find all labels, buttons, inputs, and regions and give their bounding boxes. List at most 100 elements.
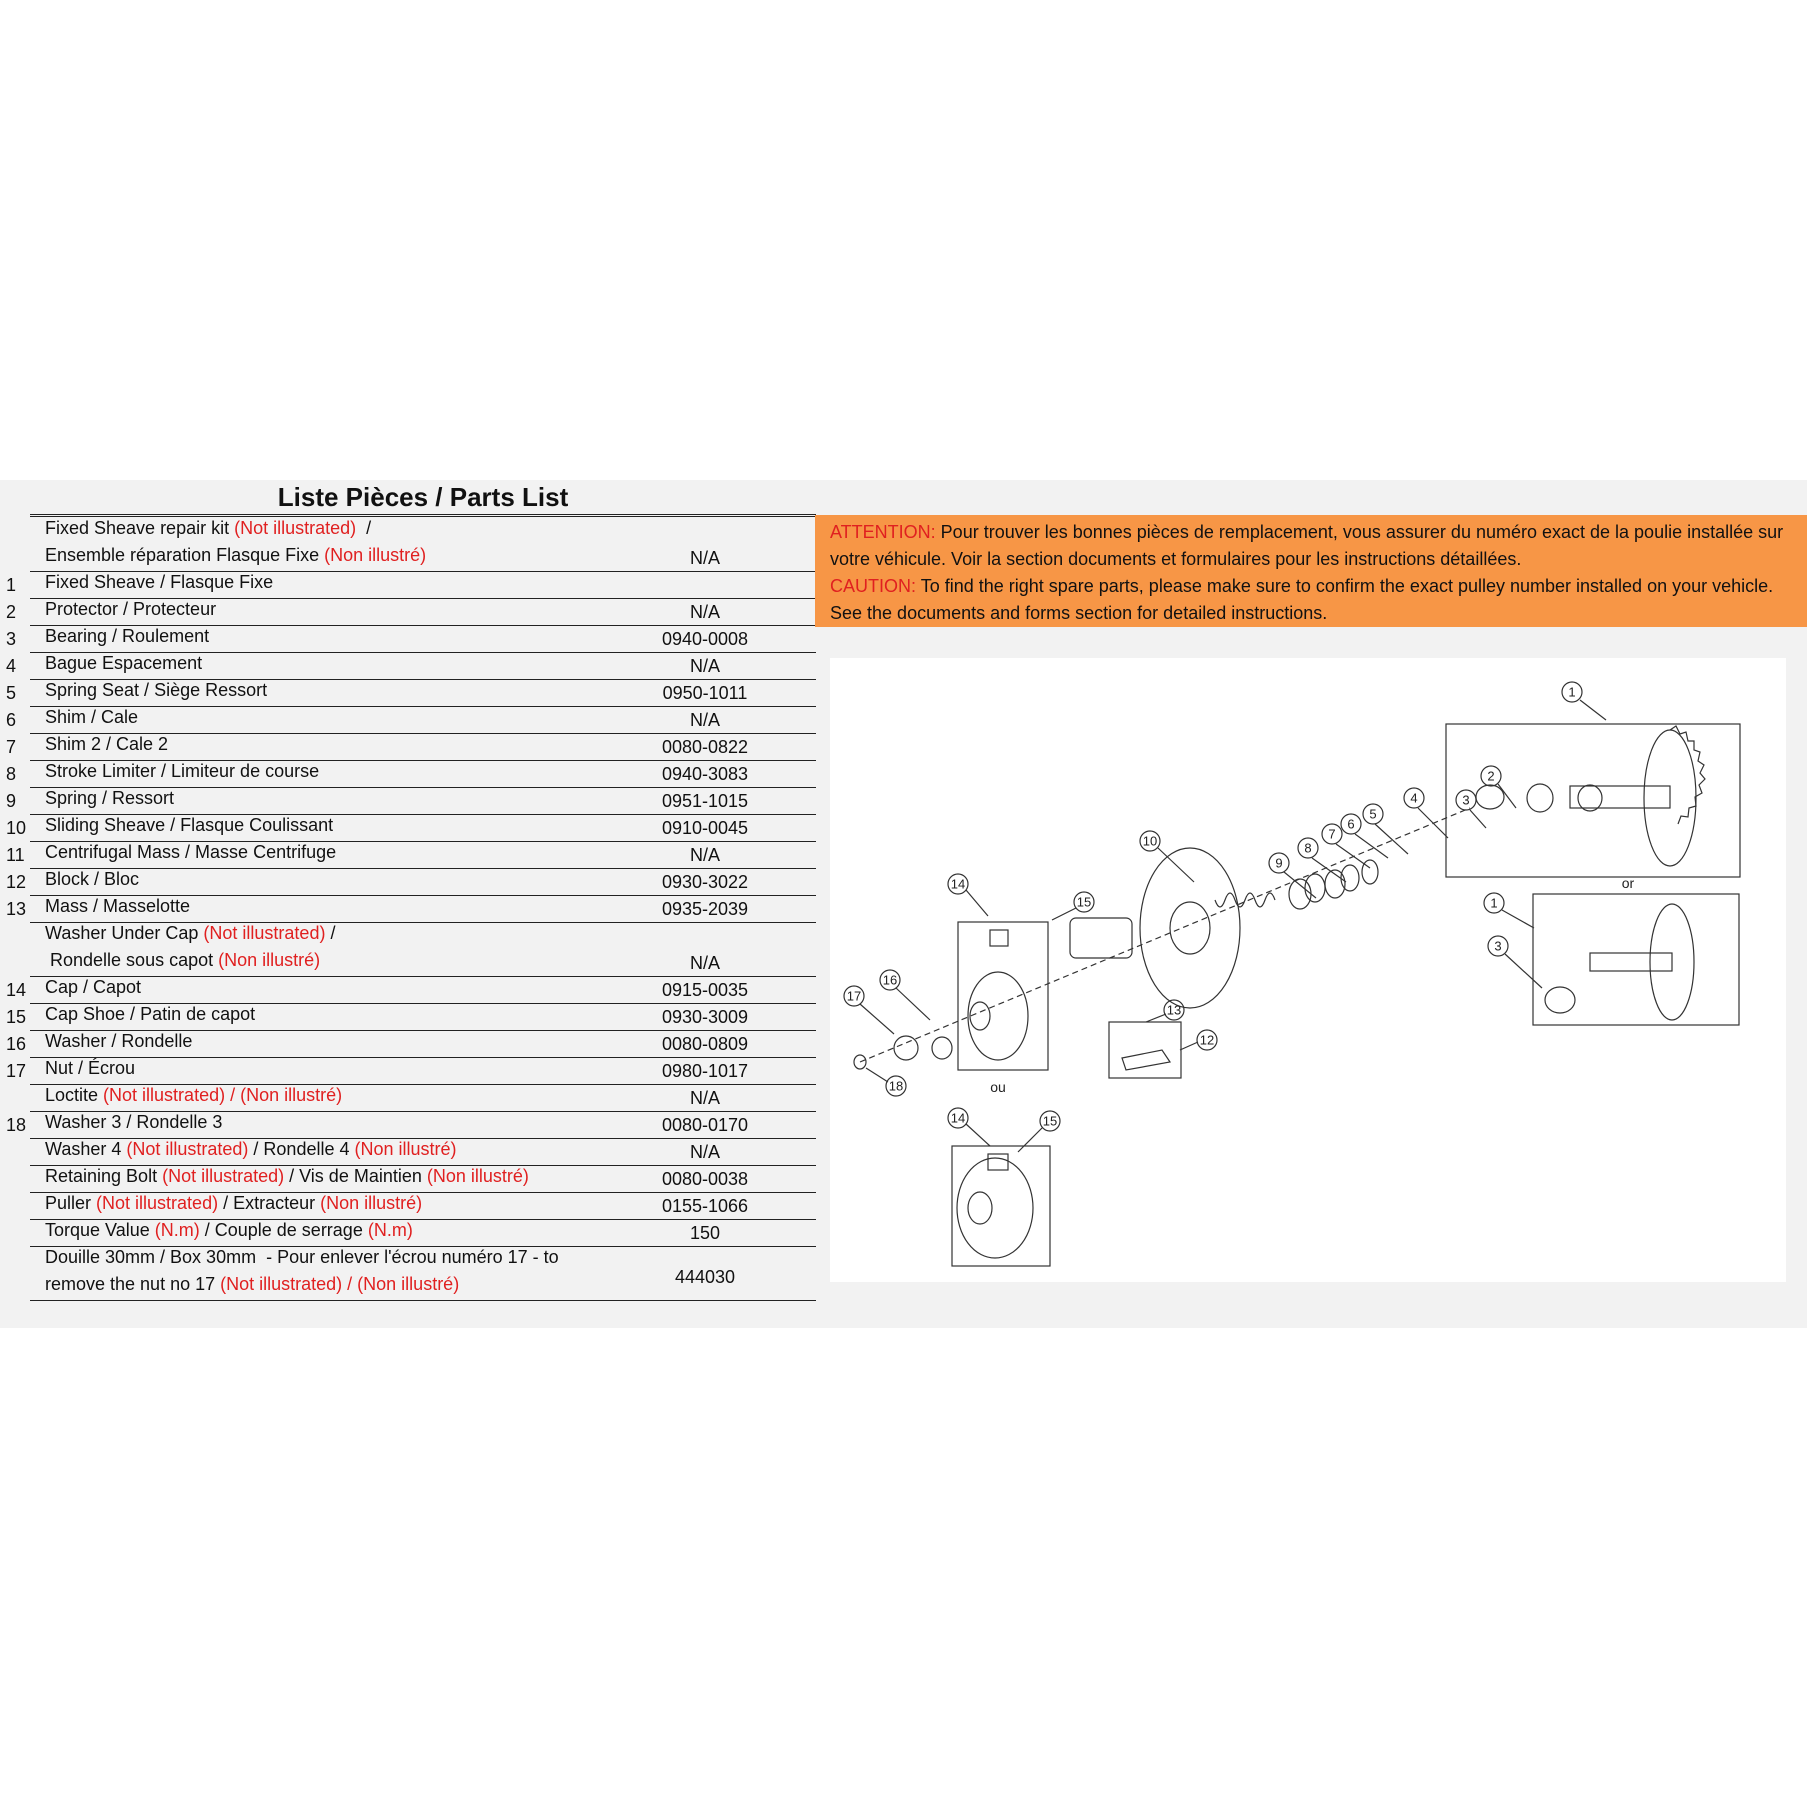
desc-text: Shim 2 / Cale 2 <box>45 734 169 754</box>
callout-number: 13 <box>1167 1003 1181 1018</box>
part-code: 0940-0008 <box>661 629 749 649</box>
callout-number: 5 <box>1369 807 1376 822</box>
table-row: Puller (Not illustrated) / Extracteur (N… <box>0 1193 816 1220</box>
part-code: N/A <box>689 1142 720 1162</box>
part-code: N/A <box>689 953 720 973</box>
desc-text: / Rondelle 4 <box>248 1139 355 1159</box>
part-code: 0940-3083 <box>661 764 749 784</box>
row-divider <box>30 1138 816 1139</box>
fixed-sheave-b <box>1649 903 1695 1021</box>
ou-label: ou <box>990 1079 1006 1095</box>
note-red: (Not illustrated) / (Non illustré) <box>103 1085 343 1105</box>
row-divider <box>30 1300 816 1301</box>
note-red: (Not illustrated) <box>126 1139 249 1159</box>
caution-text: To find the right spare parts, please ma… <box>830 576 1774 623</box>
table-row: Douille 30mm / Box 30mm - Pour enlever l… <box>0 1247 816 1301</box>
row-divider <box>30 895 816 896</box>
part-number-index: 7 <box>6 737 17 757</box>
fixed-sheave-box-a <box>1445 723 1741 878</box>
part-number-index: 3 <box>6 629 17 649</box>
desc-text: Fixed Sheave / Flasque Fixe <box>45 572 274 592</box>
row-divider <box>30 1219 816 1220</box>
part-code: 0930-3009 <box>661 1007 749 1027</box>
desc-text: Bearing / Roulement <box>45 626 210 646</box>
part-number-index: 12 <box>6 872 27 892</box>
callout-number: 3 <box>1462 793 1469 808</box>
note-red: (Non illustré) <box>218 950 321 970</box>
caution-label: CAUTION: <box>830 576 917 596</box>
row-divider <box>30 598 816 599</box>
part-description: Stroke Limiter / Limiteur de course <box>45 758 319 785</box>
part-number-index: 10 <box>6 818 27 838</box>
row-divider <box>30 652 816 653</box>
part-code: N/A <box>689 1088 720 1108</box>
desc-text: Washer 3 / Rondelle 3 <box>45 1112 223 1132</box>
part-code: N/A <box>689 548 720 568</box>
part-description: Puller (Not illustrated) / Extracteur (N… <box>45 1190 422 1217</box>
row-divider <box>30 976 816 977</box>
table-row: Retaining Bolt (Not illustrated) / Vis d… <box>0 1166 816 1193</box>
row-divider <box>30 1084 816 1085</box>
part-description: Protector / Protecteur <box>45 596 216 623</box>
desc-text: Spring / Ressort <box>45 788 175 808</box>
part-description: Cap / Capot <box>45 974 141 1001</box>
note-red: (Non illustré) <box>324 545 427 565</box>
callout-number: 17 <box>847 989 861 1004</box>
cap-box-a <box>957 921 1049 1071</box>
part-code: N/A <box>689 656 720 676</box>
desc-text: Sliding Sheave / Flasque Coulissant <box>45 815 334 835</box>
note-red: (Non illustré) <box>354 1139 457 1159</box>
part-description: Shim / Cale <box>45 704 138 731</box>
desc-text: / <box>325 923 336 943</box>
callout-number: 14 <box>951 1111 965 1126</box>
parts-list-table: Fixed Sheave repair kit (Not illustrated… <box>0 518 816 1301</box>
row-divider <box>30 841 816 842</box>
mass-box <box>1108 1021 1182 1079</box>
attention-notice: ATTENTION: Pour trouver les bonnes pièce… <box>815 515 1807 627</box>
desc-text: Washer Under Cap <box>45 923 204 943</box>
table-row: Torque Value (N.m) / Couple de serrage (… <box>0 1220 816 1247</box>
callout-number: 4 <box>1410 791 1417 806</box>
row-divider <box>30 706 816 707</box>
callout-number: 1 <box>1490 896 1497 911</box>
part-number-index: 11 <box>6 845 25 865</box>
desc-text: Centrifugal Mass / Masse Centrifuge <box>45 842 337 862</box>
part-number-index: 1 <box>6 575 17 595</box>
callout-number: 16 <box>883 973 897 988</box>
callout-number: 3 <box>1494 939 1501 954</box>
part-description: Mass / Masselotte <box>45 893 190 920</box>
table-row: 4 Bague Espacement N/A <box>0 653 816 680</box>
row-divider <box>30 1030 816 1031</box>
part-description: Cap Shoe / Patin de capot <box>45 1001 255 1028</box>
part-description: Bague Espacement <box>45 650 202 677</box>
part-code: 0080-0170 <box>661 1115 749 1135</box>
callout-number: 18 <box>889 1079 903 1094</box>
table-row: 1 Fixed Sheave / Flasque Fixe <box>0 572 816 599</box>
callout-number: 15 <box>1043 1114 1057 1129</box>
part-number-index: 4 <box>6 656 17 676</box>
table-row: 3 Bearing / Roulement 0940-0008 <box>0 626 816 653</box>
part-number-index: 14 <box>6 980 27 1000</box>
part-code: 0080-0809 <box>661 1034 749 1054</box>
desc-text: Protector / Protecteur <box>45 599 217 619</box>
desc-text: Shim / Cale <box>45 707 139 727</box>
row-divider <box>30 1192 816 1193</box>
row-divider <box>30 1003 816 1004</box>
note-red: (N.m) <box>154 1220 200 1240</box>
sliding-sheave <box>1139 847 1241 1009</box>
part-number-index: 13 <box>6 899 27 919</box>
row-divider <box>30 1246 816 1247</box>
note-red: (Non illustré) <box>320 1193 423 1213</box>
note-red: (Not illustrated) <box>203 923 326 943</box>
part-code: 0080-0038 <box>661 1169 749 1189</box>
part-description: Douille 30mm / Box 30mm - Pour enlever l… <box>45 1244 559 1298</box>
part-code: 0950-1011 <box>662 683 748 703</box>
part-code: 0951-1015 <box>661 791 749 811</box>
part-description: Washer 4 (Not illustrated) / Rondelle 4 … <box>45 1136 457 1163</box>
